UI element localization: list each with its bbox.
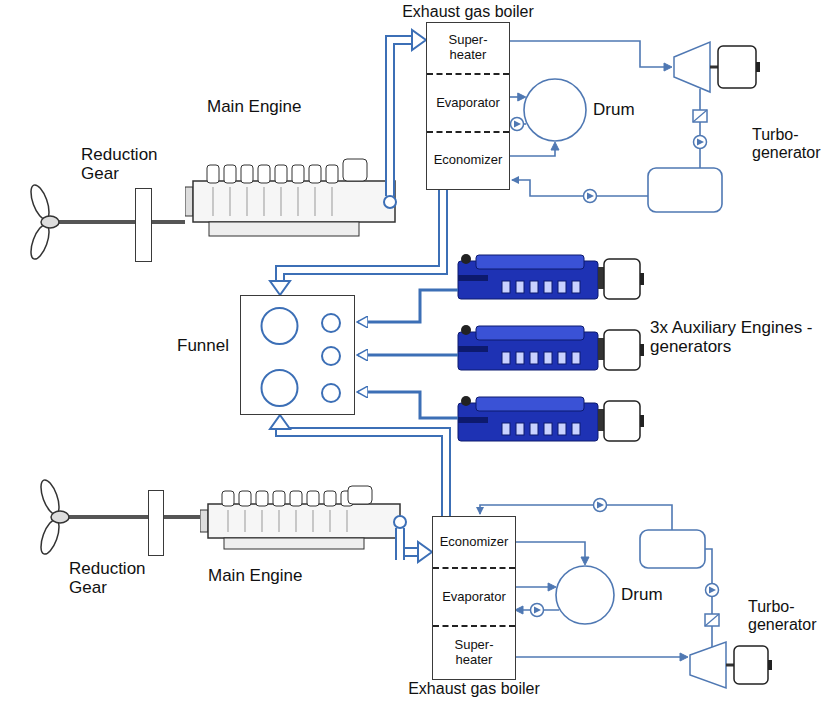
arrowhead (418, 542, 432, 562)
turbo-label: Turbo- generator (748, 598, 824, 634)
connector (390, 30, 426, 150)
section-label: Economizer (433, 517, 515, 567)
turbine-drawing (672, 40, 760, 94)
funnel-label: Funnel (177, 336, 229, 355)
turbo-generator: Turbo- generator (688, 640, 772, 690)
heat-exchanger (705, 614, 719, 626)
drum-label: Drum (593, 100, 635, 119)
arrowhead (270, 281, 290, 295)
main-engine: Main Engine (200, 478, 410, 560)
aux-exhaust (358, 290, 458, 418)
gear-label: Reduction Gear (81, 145, 176, 183)
pump (594, 499, 607, 512)
steam-drum: Drum (555, 565, 615, 625)
exhaust-pipe (390, 40, 414, 150)
aux-engine (458, 325, 644, 370)
shaft (152, 220, 185, 224)
section-label: Super- heater (427, 23, 509, 73)
tank (640, 530, 705, 568)
group-label: 3x Auxiliary Engines - generators (650, 318, 822, 356)
section-label: Evaporator (427, 75, 509, 131)
aux-engine (458, 254, 644, 299)
steam-drum: Drum (523, 78, 587, 142)
boiler-section: Evaporator (427, 73, 509, 131)
main-engine: Main Engine (185, 150, 405, 248)
funnel: Funnel (240, 295, 355, 415)
connector (515, 583, 556, 591)
reduction-gear: Reduction Gear (148, 490, 164, 556)
engine-label: Main Engine (208, 566, 303, 585)
section-label: Economizer (427, 133, 509, 188)
arrowhead (515, 606, 523, 614)
turbo-label: Turbo- generator (752, 126, 828, 162)
engine-drawing (200, 478, 410, 560)
exhaust-pipe (280, 427, 446, 516)
boiler-section: Super- heater (427, 23, 509, 73)
connector (152, 222, 185, 223)
arrowhead (548, 583, 556, 591)
drum-drawing (523, 78, 587, 142)
connector (509, 41, 672, 71)
turbine-drawing (688, 640, 772, 690)
water-line (509, 148, 555, 156)
propeller-top (27, 183, 135, 262)
pump (511, 118, 524, 131)
tank (648, 168, 722, 212)
propeller-bottom (37, 478, 148, 557)
boiler-section: Economizer (433, 517, 515, 567)
water-line (509, 41, 666, 67)
heat-exchanger (693, 110, 707, 122)
connector (515, 653, 688, 661)
boiler-section: Economizer (427, 131, 509, 188)
pump (694, 136, 707, 149)
boiler-title: Exhaust gas boiler (408, 680, 540, 698)
arrowhead (270, 415, 290, 429)
connector (509, 93, 526, 101)
water-line (515, 586, 550, 588)
pump (584, 190, 597, 203)
exhaust-gas-boiler: Exhaust gas boilerEconomizerEvaporatorSu… (432, 516, 516, 680)
pump (531, 604, 544, 617)
arrowhead (412, 30, 426, 50)
drum-drawing (555, 565, 615, 625)
connector (515, 542, 589, 565)
arrowhead (664, 63, 672, 71)
boiler-title: Exhaust gas boiler (402, 3, 534, 21)
arrowhead (680, 653, 688, 661)
exhaust-pipe (280, 427, 446, 516)
aux-engine (458, 396, 644, 441)
engine-label: Main Engine (207, 97, 302, 116)
section-label: Super- heater (433, 627, 515, 678)
shaft (164, 515, 200, 519)
exhaust-pipe (390, 40, 414, 150)
funnel-drawing (241, 296, 353, 413)
arrowhead (581, 557, 589, 565)
drum-label: Drum (621, 585, 663, 604)
connector (509, 142, 559, 156)
arrowhead (518, 93, 526, 101)
turbo-generator: Turbo- generator (672, 40, 760, 94)
reduction-gear: Reduction Gear (135, 188, 152, 262)
arrowhead (551, 142, 559, 150)
boiler-section: Super- heater (433, 625, 515, 678)
gear-label: Reduction Gear (69, 559, 164, 597)
water-line (515, 656, 682, 658)
pump (706, 584, 719, 597)
connector (270, 415, 446, 516)
boiler-section: Evaporator (433, 567, 515, 625)
engine-drawing (185, 150, 405, 248)
exhaust-gas-boiler: Exhaust gas boilerSuper- heaterEvaporato… (426, 22, 510, 190)
section-label: Evaporator (433, 569, 515, 625)
connector (164, 517, 200, 518)
water-line (515, 542, 585, 559)
